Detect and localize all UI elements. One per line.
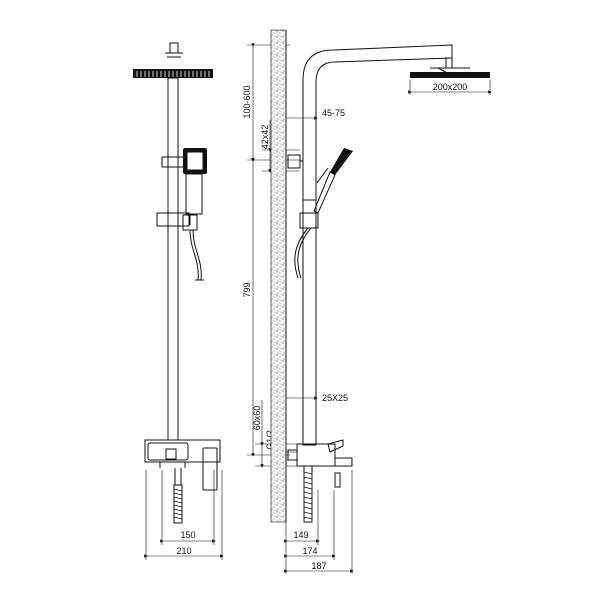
- side-overhead-arm: [302, 44, 453, 200]
- dim-label-45-75: 45-75: [322, 108, 345, 118]
- side-view: 45-75 25X25 200x200 149 174: [270, 29, 492, 574]
- dim-label-150: 150: [180, 530, 195, 540]
- side-hand-shower: [313, 148, 353, 214]
- side-slider: [299, 212, 319, 229]
- dim-label-42x42: 42x42: [260, 125, 270, 150]
- wall-section: [270, 29, 287, 523]
- front-hose: [189, 229, 199, 281]
- dim-label-g12: G1/2: [265, 430, 275, 450]
- dim-side-149: 149: [284, 530, 320, 543]
- dim-label-149: 149: [293, 530, 308, 540]
- dim-label-60x60: 60x60: [252, 406, 262, 431]
- dim-label-187: 187: [311, 561, 326, 571]
- dim-pipe: 25X25: [286, 385, 348, 405]
- front-vertical-rail: [167, 77, 179, 441]
- front-mixer: [144, 439, 221, 491]
- side-rain-head: [410, 72, 490, 78]
- dim-label-174: 174: [302, 546, 317, 556]
- dim-side-187: 187: [284, 561, 354, 573]
- dim-front-inner: 150: [160, 470, 216, 545]
- side-hose: [294, 227, 309, 279]
- front-rain-head: [133, 69, 213, 78]
- side-lower-hose: [303, 465, 313, 523]
- front-upper-bracket: [161, 156, 185, 168]
- dim-head: 200x200: [408, 80, 492, 95]
- side-mixer: [287, 439, 353, 488]
- side-upper-bracket: [287, 154, 301, 169]
- front-slider-holder: [156, 212, 190, 227]
- vertical-dimensions: 100-600 42x42 799 60x60 G1/2: [242, 43, 300, 468]
- dim-label-210: 210: [176, 546, 191, 556]
- side-vertical-rail: [302, 199, 317, 446]
- front-head-fitting: [169, 42, 179, 54]
- front-lower-hose: [173, 468, 183, 524]
- dim-side-174: 174: [284, 546, 336, 558]
- dim-label-200x200: 200x200: [433, 82, 468, 92]
- dim-front-outer: 210: [144, 470, 224, 560]
- dim-label-25x25: 25X25: [322, 393, 348, 403]
- front-hand-shower: [183, 148, 207, 225]
- dim-label-799: 799: [242, 282, 252, 297]
- dim-wall-gap: 45-75: [286, 100, 345, 125]
- front-view: 150 210: [133, 42, 224, 560]
- dim-label-100-600: 100-600: [242, 85, 252, 118]
